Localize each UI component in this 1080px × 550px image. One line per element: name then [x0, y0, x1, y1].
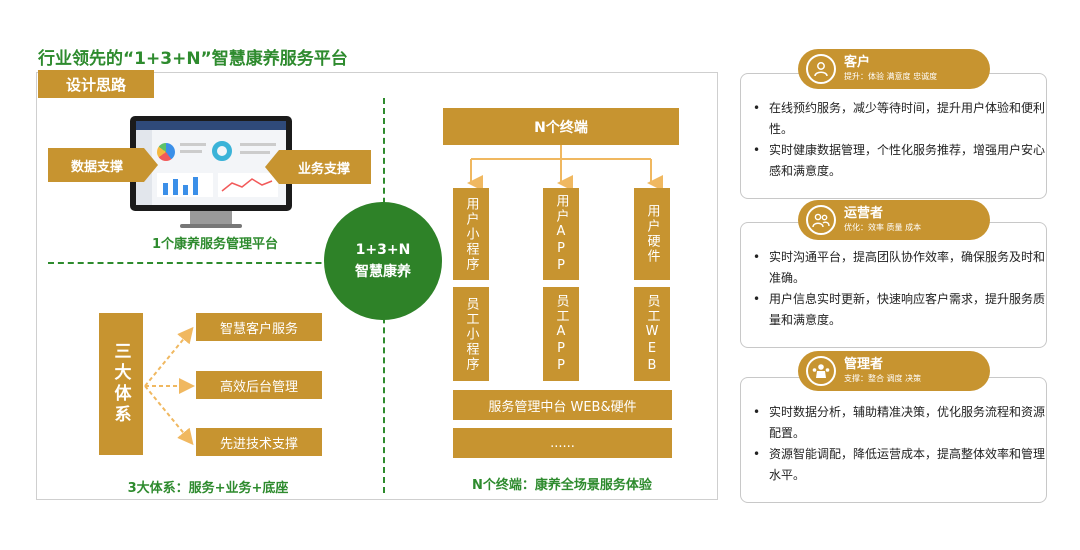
customer-point-1: 在线预约服务，减少等待时间，提升用户体验和便利性。 — [741, 98, 1046, 140]
monitor-stand — [190, 211, 232, 225]
team-icon — [806, 205, 836, 235]
terminal-connectors — [467, 145, 663, 189]
terminal-staff-miniprogram: 员工小程序 — [453, 287, 489, 381]
service-middle-platform: 服务管理中台 WEB&硬件 — [453, 390, 672, 420]
monitor-image — [130, 116, 292, 211]
hub-circle: 1+3+N 智慧康养 — [324, 202, 442, 320]
customer-point-2: 实时健康数据管理，个性化服务推荐，增强用户安心感和满意度。 — [741, 140, 1046, 182]
role-card-customer: 在线预约服务，减少等待时间，提升用户体验和便利性。 实时健康数据管理，个性化服务… — [740, 73, 1047, 199]
role-pill-manager: 管理者 支撑：整合 调度 决策 — [798, 351, 990, 391]
operator-title: 运营者 — [844, 206, 884, 221]
customer-subtitle: 提升：体验 满意度 忠诚度 — [844, 72, 938, 81]
system-item-1: 智慧客户服务 — [196, 313, 322, 341]
operator-subtitle: 优化：效率 质量 成本 — [844, 223, 922, 232]
system-item-3: 先进技术支撑 — [196, 428, 322, 456]
terminal-user-hardware: 用户硬件 — [634, 188, 670, 280]
terminals-more: ...... — [453, 428, 672, 458]
monitor-base — [180, 224, 242, 228]
manager-icon — [806, 356, 836, 386]
user-icon — [806, 54, 836, 84]
design-frame — [36, 72, 718, 500]
design-tag: 设计思路 — [38, 70, 154, 98]
business-support-label: 业务支撑 — [297, 161, 350, 177]
manager-point-2: 资源智能调配，降低运营成本，提高整体效率和管理水平。 — [741, 444, 1046, 486]
systems-caption: 3大体系：服务+业务+底座 — [127, 481, 289, 496]
terminals-caption: N个终端：康养全场景服务体验 — [472, 478, 652, 493]
hub-line2: 智慧康养 — [355, 264, 411, 280]
role-pill-operator: 运营者 优化：效率 质量 成本 — [798, 200, 990, 240]
role-card-manager: 实时数据分析，辅助精准决策，优化服务流程和资源配置。 资源智能调配，降低运营成本… — [740, 377, 1047, 503]
role-card-operator: 实时沟通平台，提高团队协作效率，确保服务及时和准确。 用户信息实时更新，快速响应… — [740, 222, 1047, 348]
divider-horizontal — [48, 262, 371, 264]
data-support-arrow — [48, 148, 158, 182]
terminal-staff-web: 员工WEB — [634, 287, 670, 381]
operator-point-1: 实时沟通平台，提高团队协作效率，确保服务及时和准确。 — [741, 247, 1046, 289]
systems-arrows — [144, 326, 195, 446]
role-pill-customer: 客户 提升：体验 满意度 忠诚度 — [798, 49, 990, 89]
operator-point-2: 用户信息实时更新，快速响应客户需求，提升服务质量和满意度。 — [741, 289, 1046, 331]
manager-subtitle: 支撑：整合 调度 决策 — [844, 374, 922, 383]
terminal-user-app: 用户APP — [543, 188, 579, 280]
hub-line1: 1+3+N — [355, 242, 411, 258]
business-support-arrow — [265, 150, 371, 184]
manager-title: 管理者 — [844, 357, 884, 372]
data-support-label: 数据支撑 — [70, 159, 123, 175]
platform-caption: 1个康养服务管理平台 — [151, 237, 279, 252]
terminal-user-miniprogram: 用户小程序 — [453, 188, 489, 280]
customer-title: 客户 — [844, 55, 871, 70]
dashboard-screen — [136, 121, 286, 205]
terminals-header: N个终端 — [443, 108, 679, 145]
page-title: 行业领先的“1+3+N”智慧康养服务平台 — [38, 49, 348, 69]
terminal-staff-app: 员工APP — [543, 287, 579, 381]
system-item-2: 高效后台管理 — [196, 371, 322, 399]
three-systems-box: 三大体系 — [99, 313, 143, 455]
manager-point-1: 实时数据分析，辅助精准决策，优化服务流程和资源配置。 — [741, 402, 1046, 444]
